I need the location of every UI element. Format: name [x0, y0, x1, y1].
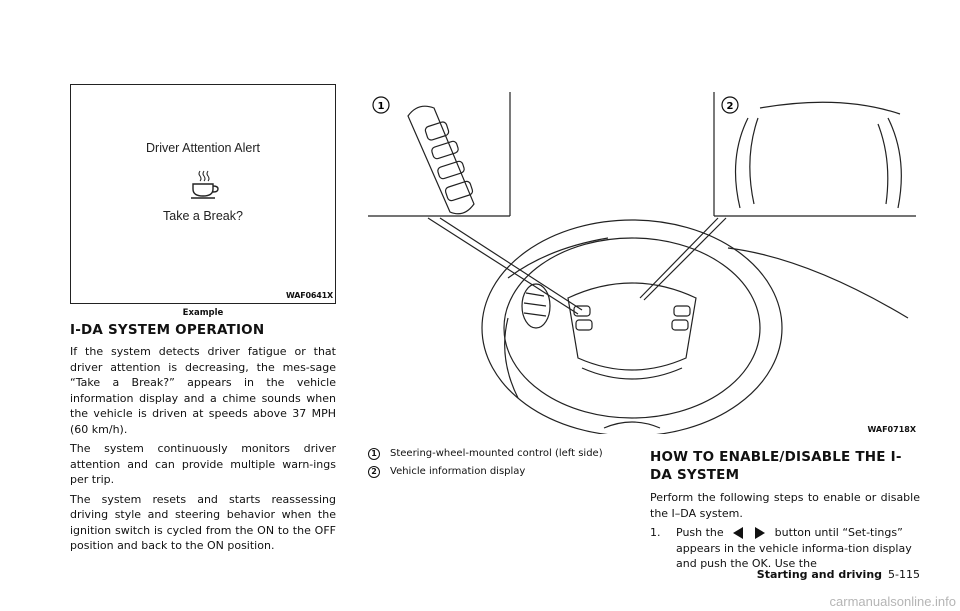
- legend-item: 1 Steering-wheel-mounted control (left s…: [368, 448, 630, 460]
- coffee-cup-icon: [191, 170, 219, 199]
- callout-2-marker: [721, 96, 739, 114]
- step-text-pre: Push the: [676, 526, 724, 539]
- legend-text: Steering-wheel-mounted control (left sid…: [390, 448, 603, 459]
- figure-steering-wheel: 1 2 WAF0718X: [368, 88, 916, 437]
- figure-legend: 1 Steering-wheel-mounted control (left s…: [368, 448, 630, 484]
- step-number: 1.: [650, 526, 661, 539]
- enable-disable-text: Perform the following steps to enable or…: [650, 490, 920, 572]
- watermark: carmanualsonline.info: [829, 594, 956, 609]
- figure-code: WAF0718X: [867, 425, 916, 434]
- legend-item: 2 Vehicle information display: [368, 466, 630, 478]
- legend-number: 2: [368, 466, 380, 478]
- section-heading-enable-disable: HOW TO ENABLE/DISABLE THE I-DA SYSTEM: [650, 449, 902, 483]
- step-1: 1. Push the button until “Set-tings” app…: [650, 525, 920, 572]
- take-a-break-message: Take a Break?: [163, 209, 243, 223]
- page-number: 5-115: [888, 568, 920, 581]
- page-footer: Starting and driving 5-115: [650, 568, 920, 581]
- callout-2-label: 2: [727, 101, 734, 112]
- paragraph: If the system detects driver fatigue or …: [70, 345, 336, 436]
- footer-section: Starting and driving: [756, 568, 883, 581]
- figure-driver-attention-display: Driver Attention Alert Take a Break? WAF…: [70, 84, 336, 304]
- section-heading-operation: I-DA SYSTEM OPERATION: [70, 322, 265, 338]
- paragraph: Perform the following steps to enable or…: [650, 491, 920, 520]
- figure-caption: Example: [182, 308, 224, 318]
- callout-1-marker: [372, 96, 390, 114]
- figure-code: WAF0641X: [286, 291, 333, 300]
- callout-1-label: 1: [378, 101, 385, 112]
- operation-text: If the system detects driver fatigue or …: [70, 344, 336, 558]
- step-text-post: button until “Set-tings” appears in the …: [676, 526, 912, 570]
- legend-text: Vehicle information display: [390, 466, 526, 477]
- paragraph: The system continuously monitors driver …: [70, 442, 336, 486]
- alert-title: Driver Attention Alert: [146, 141, 260, 155]
- legend-number: 1: [368, 448, 380, 460]
- steering-wheel-illustration: 1 2: [368, 92, 916, 437]
- triangle-right-icon: [755, 527, 766, 539]
- triangle-left-icon: [733, 527, 744, 539]
- paragraph: The system resets and starts reassessing…: [70, 492, 336, 553]
